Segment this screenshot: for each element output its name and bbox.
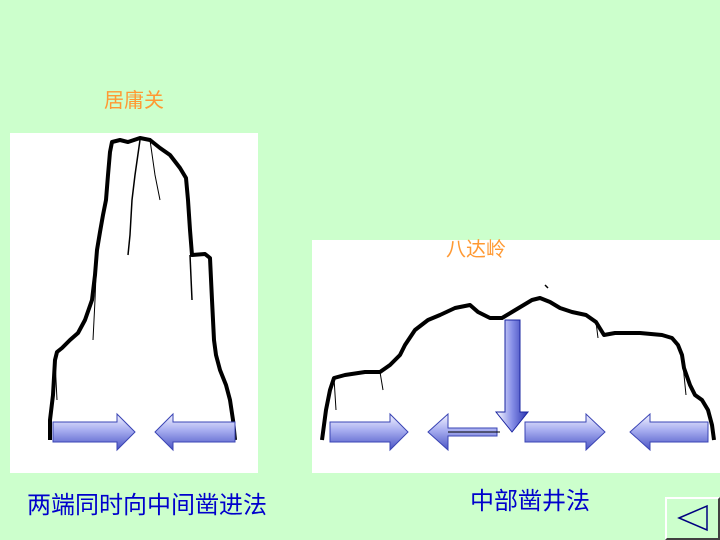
left-mountain-outline bbox=[48, 136, 237, 441]
left-method-caption: 两端同时向中间凿进法 bbox=[27, 491, 267, 519]
arrow-down-shaft bbox=[494, 319, 530, 433]
arrow-left-left-1 bbox=[154, 412, 236, 452]
right-method-caption: 中部凿井法 bbox=[470, 487, 590, 515]
right-mountain-label: 八达岭 bbox=[446, 237, 506, 261]
arrow-right-right-2 bbox=[524, 412, 606, 452]
left-mountain-label: 居庸关 bbox=[104, 88, 164, 112]
back-triangle-icon bbox=[677, 504, 708, 532]
arrow-right-left-1 bbox=[52, 412, 136, 452]
arrow-right-right-1 bbox=[329, 412, 409, 452]
arrow-left-right-2 bbox=[629, 412, 709, 452]
back-button[interactable] bbox=[665, 497, 720, 540]
